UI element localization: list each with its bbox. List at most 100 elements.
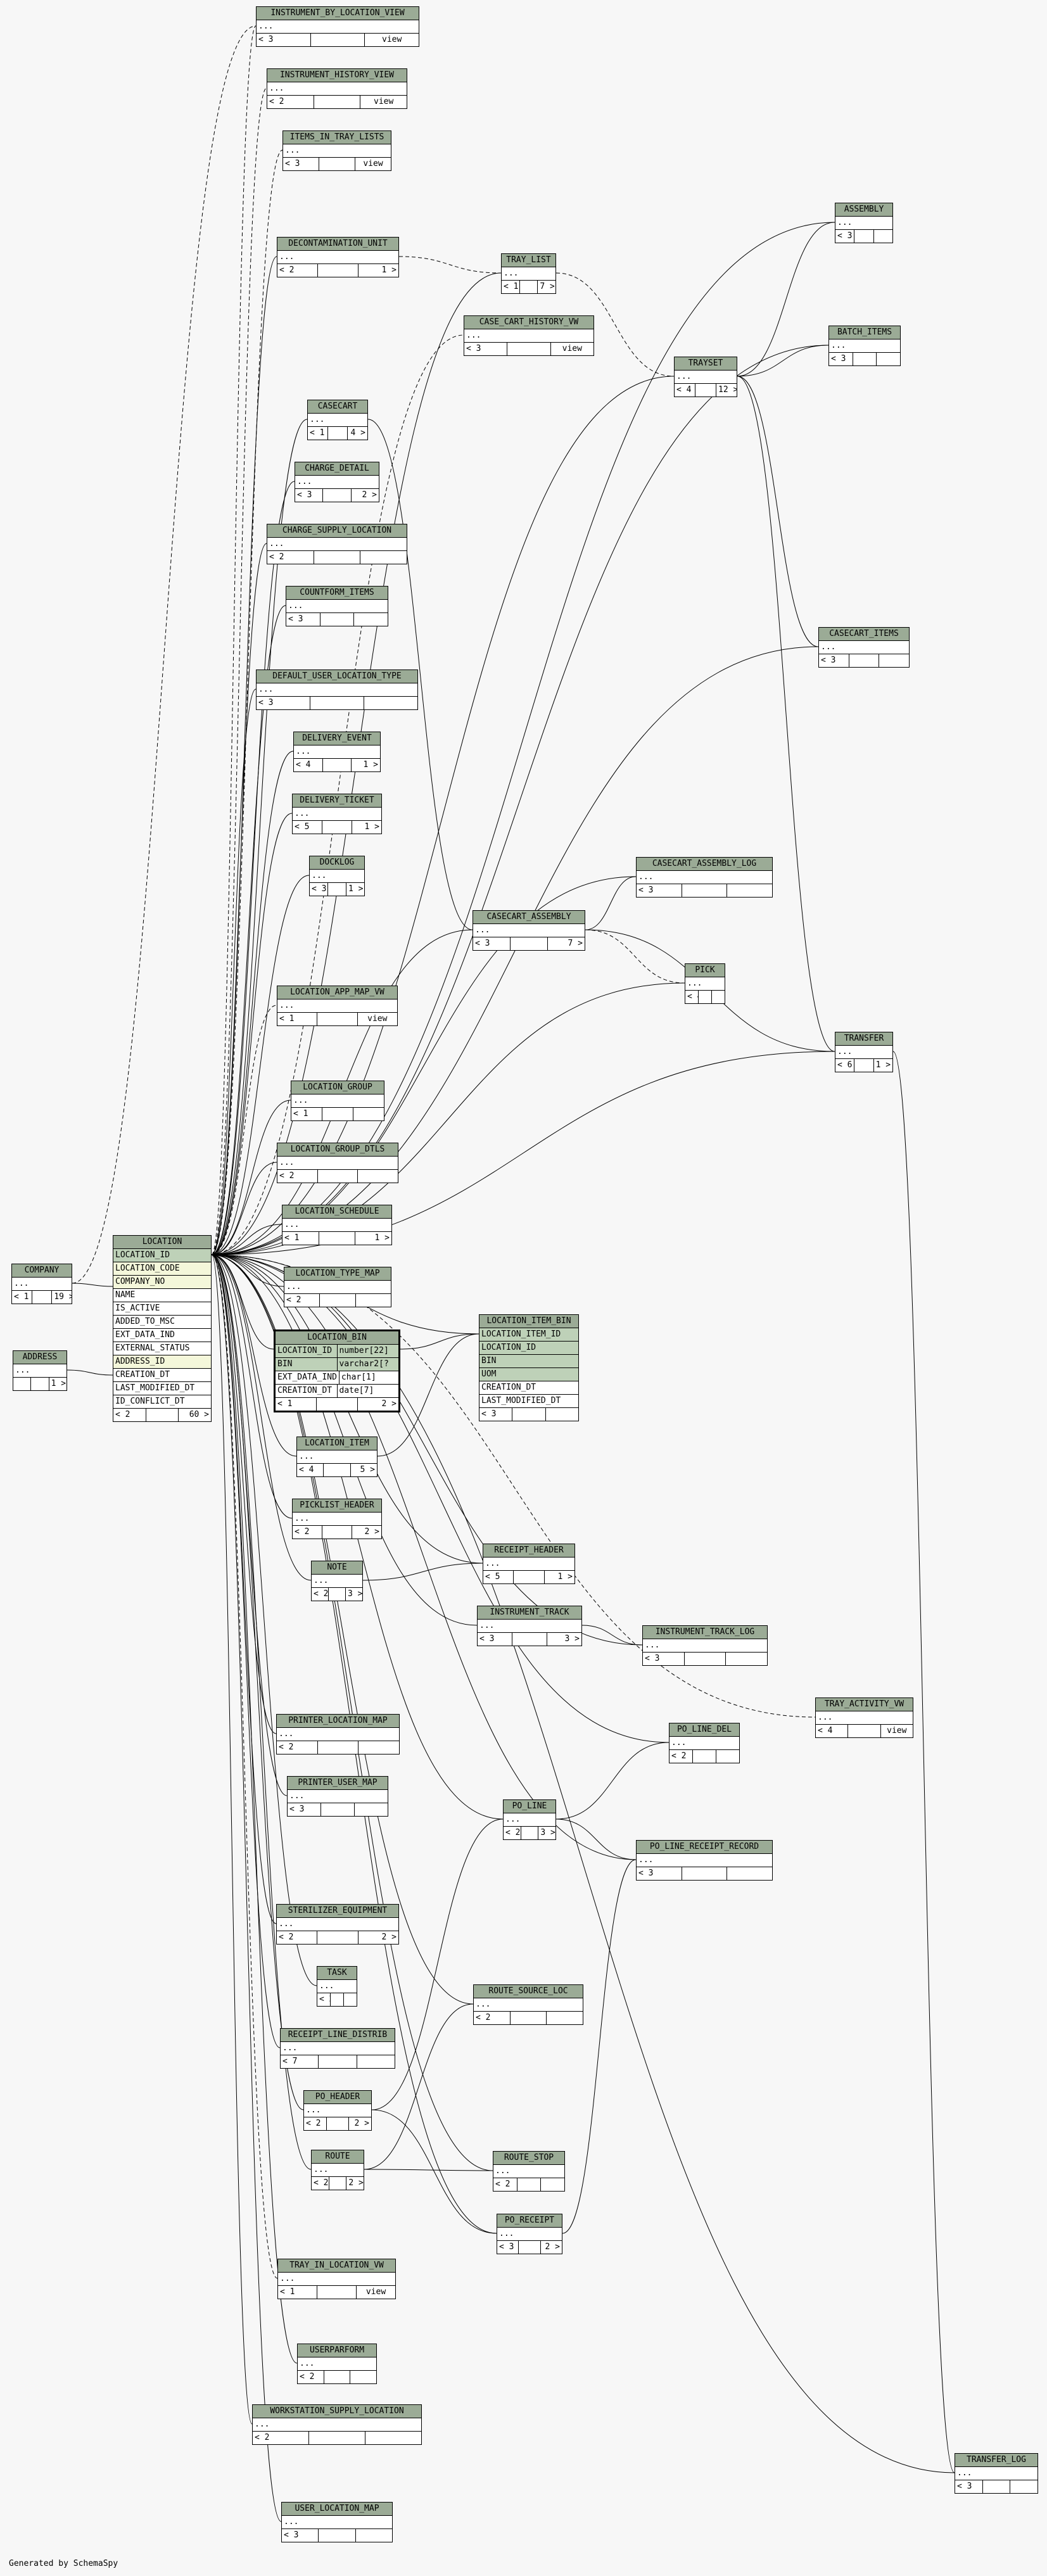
parent-count[interactable]: < 3 (837, 231, 853, 241)
parent-count[interactable]: < 6 (837, 1060, 853, 1070)
parent-count[interactable]: < 1 (310, 428, 325, 438)
table-name[interactable]: CASECART (308, 400, 367, 414)
child-count[interactable]: view (355, 158, 391, 170)
table-name[interactable]: LOCATION_GROUP (291, 1081, 384, 1094)
table-name[interactable]: LOCATION_APP_MAP_VW (277, 986, 397, 999)
child-count[interactable]: 2 > (350, 489, 379, 502)
table-name[interactable]: INSTRUMENT_BY_LOCATION_VIEW (257, 7, 419, 20)
table-name[interactable]: ROUTE (312, 2150, 364, 2164)
table-user-location-map[interactable]: USER_LOCATION_MAP...< 3 (281, 2502, 393, 2542)
parent-count[interactable]: < 2 (319, 1995, 330, 2004)
table-location-type-map[interactable]: LOCATION_TYPE_MAP...< 2 (284, 1267, 391, 1307)
child-count[interactable]: view (550, 343, 593, 355)
table-location-group[interactable]: LOCATION_GROUP...< 1 (291, 1081, 384, 1121)
parent-count[interactable]: < 2 (115, 1410, 130, 1419)
table-name[interactable]: PRINTER_USER_MAP (288, 1777, 388, 1790)
child-count[interactable]: 19 > (51, 1291, 72, 1304)
parent-count[interactable]: < 2 (314, 2178, 329, 2188)
parent-count[interactable]: < 2 (279, 1742, 294, 1752)
parent-count[interactable]: < 1 (279, 1014, 295, 1024)
parent-count[interactable]: < 3 (638, 1869, 654, 1878)
parent-count[interactable]: < 4 (687, 992, 698, 1001)
parent-count[interactable]: < 3 (957, 2482, 972, 2491)
child-count[interactable]: 1 > (346, 883, 364, 896)
table-name[interactable]: USERPARFORM (298, 2344, 376, 2357)
table-charge-supply-location[interactable]: CHARGE_SUPPLY_LOCATION...< 2 (267, 524, 407, 564)
table-receipt-line-distrib[interactable]: RECEIPT_LINE_DISTRIB...< 7 (280, 2028, 395, 2069)
child-count[interactable]: 1 > (351, 759, 380, 771)
table-casecart-items[interactable]: CASECART_ITEMS...< 3 (818, 627, 910, 668)
parent-count[interactable]: < 1 (284, 1233, 300, 1243)
table-address[interactable]: ADDRESS...1 > (13, 1350, 67, 1391)
parent-count[interactable]: < 2 (286, 1295, 301, 1305)
table-name[interactable]: TRAY_LIST (502, 254, 555, 267)
table-name[interactable]: INSTRUMENT_TRACK (478, 1606, 581, 1620)
table-name[interactable]: CHARGE_SUPPLY_LOCATION (267, 524, 407, 538)
table-location-group-dtls[interactable]: LOCATION_GROUP_DTLS...< 2 (277, 1143, 398, 1183)
parent-count[interactable]: < 2 (671, 1751, 687, 1761)
parent-count[interactable]: < 3 (285, 159, 300, 168)
child-count[interactable]: 2 > (348, 2117, 371, 2130)
parent-count[interactable]: < 3 (645, 1654, 660, 1663)
table-name[interactable]: CHARGE_DETAIL (295, 462, 379, 476)
table-name[interactable]: USER_LOCATION_MAP (282, 2503, 392, 2516)
table-name[interactable]: ASSEMBLY (835, 203, 892, 217)
table-batch-items[interactable]: BATCH_ITEMS...< 3 (828, 326, 901, 366)
parent-count[interactable]: < 2 (314, 1589, 328, 1599)
child-count[interactable]: view (357, 1013, 397, 1025)
table-name[interactable]: CASE_CART_HISTORY_VW (464, 316, 593, 329)
table-name[interactable]: DELIVERY_TICKET (293, 794, 381, 808)
table-name[interactable]: LOCATION_ITEM (297, 1437, 377, 1450)
table-printer-user-map[interactable]: PRINTER_USER_MAP...< 3 (287, 1776, 388, 1817)
child-count[interactable]: 3 > (547, 1633, 581, 1646)
table-name[interactable]: ROUTE_STOP (493, 2152, 564, 2165)
table-name[interactable]: DECONTAMINATION_UNIT (277, 238, 398, 251)
table-name[interactable]: DOCKLOG (310, 856, 364, 870)
child-count[interactable]: 2 > (357, 1398, 398, 1411)
table-name[interactable]: LOCATION_GROUP_DTLS (277, 1143, 398, 1157)
parent-count[interactable]: < 2 (505, 1828, 521, 1837)
table-po-line-receipt-record[interactable]: PO_LINE_RECEIPT_RECORD...< 3 (636, 1840, 773, 1881)
parent-count[interactable]: < 3 (479, 1634, 495, 1644)
table-name[interactable]: TRAY_ACTIVITY_VW (816, 1698, 913, 1711)
table-instrument-track-log[interactable]: INSTRUMENT_TRACK_LOG...< 3 (642, 1625, 768, 1666)
child-count[interactable]: 60 > (178, 1409, 211, 1421)
parent-count[interactable]: < 1 (293, 1109, 308, 1119)
parent-count[interactable]: < 7 (282, 2057, 298, 2066)
child-count[interactable]: 1 > (543, 1571, 574, 1583)
table-route-stop[interactable]: ROUTE_STOP...< 2 (493, 2151, 565, 2192)
table-name[interactable]: DEFAULT_USER_LOCATION_TYPE (257, 670, 417, 683)
parent-count[interactable]: < 3 (475, 939, 490, 948)
parent-count[interactable]: < 3 (288, 614, 303, 624)
parent-count[interactable]: < 2 (279, 265, 295, 275)
table-name[interactable]: TRAYSET (675, 357, 737, 371)
table-name[interactable]: COUNTFORM_ITEMS (286, 587, 388, 600)
table-name[interactable]: STERILIZER_EQUIPMENT (277, 1905, 398, 1918)
table-name[interactable]: PO_LINE_RECEIPT_RECORD (637, 1841, 772, 1854)
child-count[interactable]: view (356, 2286, 395, 2299)
table-name[interactable]: LOCATION (113, 1236, 211, 1249)
child-count[interactable]: 2 > (540, 2241, 562, 2254)
table-name[interactable]: PO_RECEIPT (497, 2214, 562, 2228)
child-count[interactable]: 7 > (537, 281, 555, 293)
parent-count[interactable]: < 2 (269, 552, 284, 562)
table-name[interactable]: NOTE (312, 1561, 362, 1575)
parent-count[interactable]: < 4 (676, 385, 692, 395)
child-count[interactable]: 3 > (538, 1827, 555, 1839)
parent-count[interactable]: < 2 (300, 2372, 315, 2382)
